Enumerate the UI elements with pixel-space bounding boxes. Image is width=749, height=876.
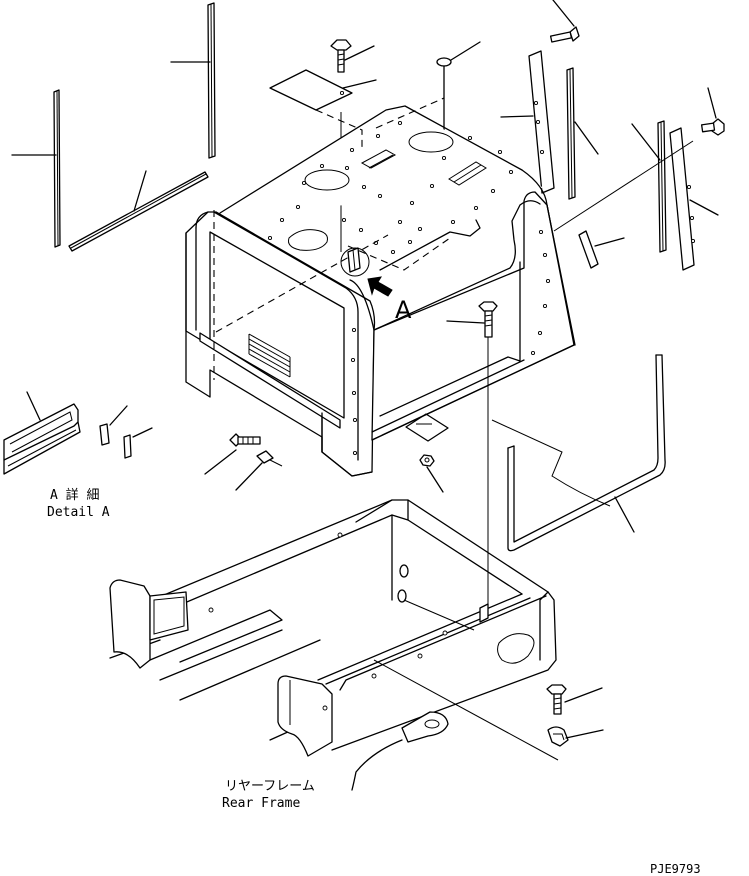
- cover-plate: [269, 69, 377, 111]
- louver-top: [360, 149, 487, 186]
- tow-lug: [351, 711, 449, 791]
- view-arrow-a: A: [367, 276, 412, 324]
- spacer-right: [578, 230, 625, 269]
- bolt-middle: [446, 301, 498, 615]
- side-plate-far-right: [553, 127, 719, 271]
- seal-strip-diagonal: [68, 170, 209, 252]
- seal-strip-left: [11, 89, 61, 248]
- left-block: [109, 579, 189, 669]
- bolt-top: [330, 39, 375, 252]
- spacer-lower: [235, 450, 283, 491]
- clip-bottom-right: [547, 726, 604, 747]
- drawing-code: PJE9793: [650, 862, 701, 876]
- bolt-far-right: [700, 87, 725, 136]
- view-marker-label: A: [395, 296, 412, 324]
- center-block: [277, 675, 333, 757]
- detail-a-label-ja: A 詳 細: [50, 487, 99, 503]
- detail-a: A 詳 細 Detail A: [3, 391, 153, 520]
- bolt-upper-right: [549, 0, 580, 43]
- bracket-a: [347, 247, 361, 273]
- seal-loop-right: [491, 354, 666, 552]
- rear-frame-label-en: Rear Frame: [222, 796, 300, 811]
- rear-frame-label-ja: リヤーフレーム: [225, 779, 315, 794]
- side-plate-right: [500, 50, 555, 194]
- seal-strip-far-right: [631, 120, 667, 253]
- main-frame: [185, 97, 576, 477]
- rear-frame: リヤーフレーム Rear Frame: [109, 499, 559, 811]
- detail-a-label-en: Detail A: [47, 505, 110, 520]
- nut: [419, 454, 444, 493]
- seal-strip-upper-left: [170, 2, 216, 159]
- louver-front: [248, 333, 291, 378]
- bolt-front-lower: [204, 433, 261, 475]
- seal-strip-right: [566, 67, 599, 200]
- bolt-bottom-right: [546, 684, 603, 715]
- arrow-pointer-icon: [367, 276, 393, 297]
